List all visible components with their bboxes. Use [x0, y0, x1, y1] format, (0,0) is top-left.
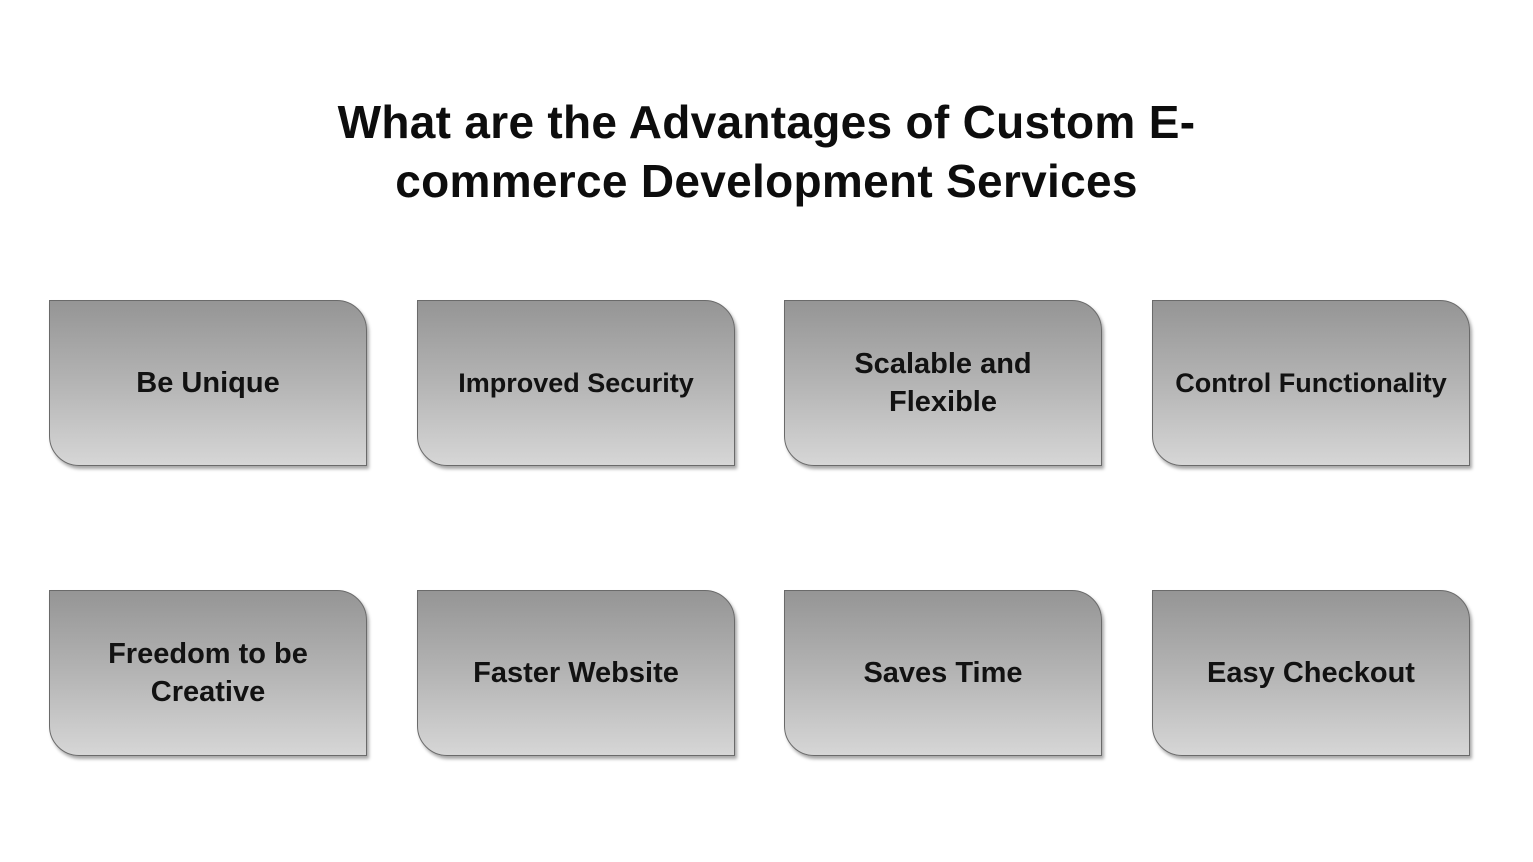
card-scalable-and-flexible: Scalable and Flexible — [784, 300, 1102, 466]
card-label: Control Functionality — [1175, 368, 1447, 398]
card-easy-checkout: Easy Checkout — [1152, 590, 1470, 756]
title-line-1: What are the Advantages of Custom E- — [337, 95, 1196, 148]
card-saves-time: Saves Time — [784, 590, 1102, 756]
card-faster-website: Faster Website — [417, 590, 735, 756]
page-title: What are the Advantages of Custom E- com… — [0, 93, 1533, 211]
card-label: Freedom to be Creative — [108, 638, 308, 708]
card-label: Be Unique — [136, 367, 280, 399]
title-line-2: commerce Development Services — [395, 154, 1138, 207]
card-freedom-to-be-creative: Freedom to be Creative — [49, 590, 367, 756]
card-label: Improved Security — [458, 368, 694, 398]
card-label: Saves Time — [863, 657, 1023, 689]
card-improved-security: Improved Security — [417, 300, 735, 466]
card-label: Scalable and Flexible — [854, 348, 1032, 418]
card-label: Easy Checkout — [1207, 657, 1415, 689]
card-label: Faster Website — [473, 657, 679, 689]
card-control-functionality: Control Functionality — [1152, 300, 1470, 466]
card-be-unique: Be Unique — [49, 300, 367, 466]
